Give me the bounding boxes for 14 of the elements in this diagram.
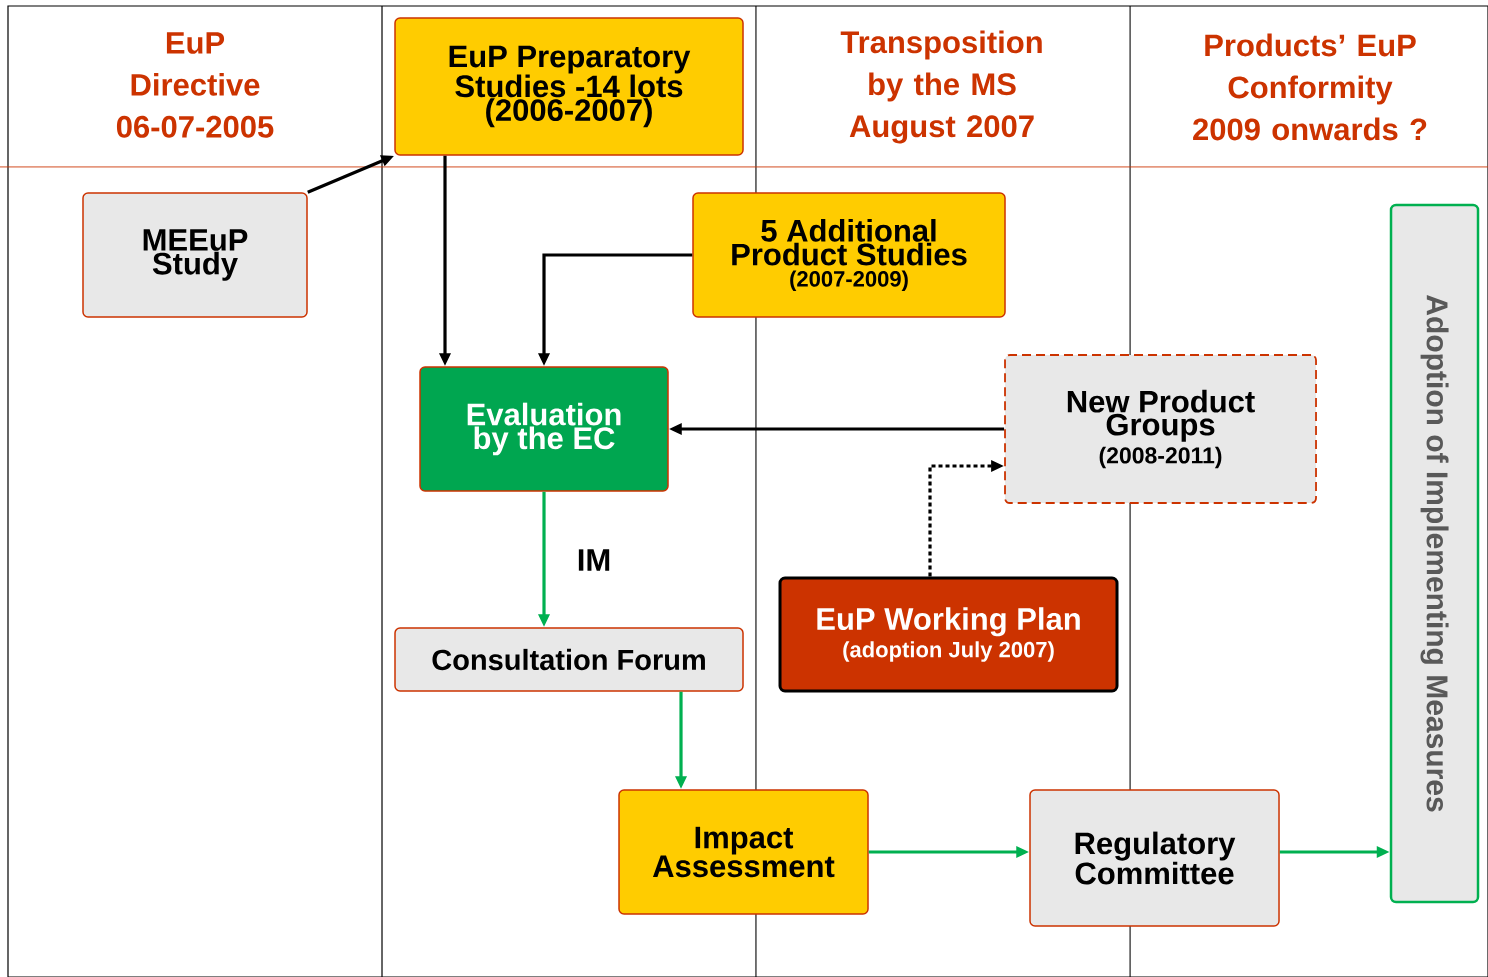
process-box: Consultation Forum <box>394 627 744 692</box>
process-box: 5 Additional Product Studies (2007-2009) <box>692 192 1006 318</box>
process-box: Evaluation by the EC <box>419 366 669 492</box>
column-heading: Transposition by the MS August 2007 <box>840 30 1042 144</box>
column-heading: Products’ EuP Conformity 2009 onwards ? <box>1193 33 1427 141</box>
process-box: Regulatory Committee <box>1029 789 1280 927</box>
process-box: EuP Working Plan (adoption July 2007) <box>778 576 1119 693</box>
process-box: Impact Assessment <box>618 789 869 915</box>
column-heading: EuP Directive 06-07-2005 <box>116 32 274 138</box>
process-box: MEEuP Study <box>82 192 308 318</box>
vertical-box: Adoption of Implementing Measures <box>1389 203 1480 904</box>
process-box: New Product Groups (2008-2011) <box>1004 354 1317 504</box>
process-box: EuP Preparatory Studies -14 lots (2006-2007) <box>394 17 744 156</box>
edge-label: IM <box>574 547 614 573</box>
